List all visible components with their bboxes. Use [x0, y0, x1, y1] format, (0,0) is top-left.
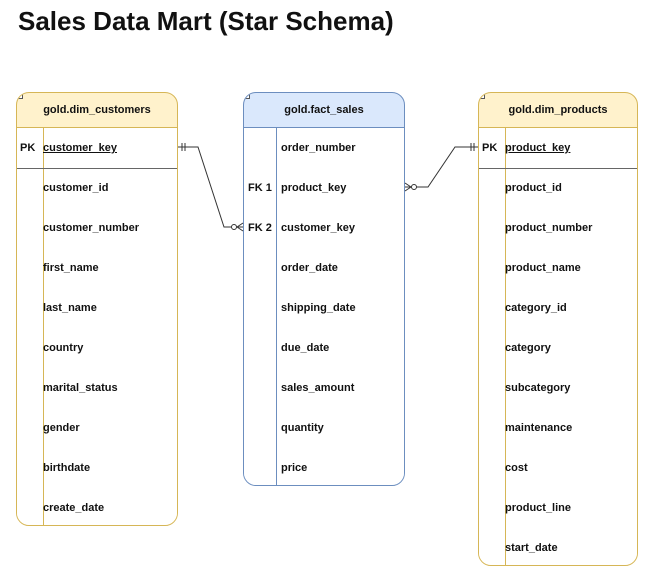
field-name: subcategory: [505, 382, 571, 394]
column-divider: [505, 128, 506, 565]
field-row[interactable]: quantity: [244, 408, 404, 448]
field-name: gender: [43, 422, 80, 434]
field-name: category: [505, 342, 551, 354]
key-label: FK 1: [248, 182, 272, 194]
field-row[interactable]: FK 2 customer_key: [244, 208, 404, 248]
key-label: FK 2: [248, 222, 272, 234]
field-name: birthdate: [43, 462, 91, 474]
field-row[interactable]: due_date: [244, 328, 404, 368]
field-name: create_date: [43, 502, 105, 514]
entity-fact-sales[interactable]: gold.fact_sales order_number FK 1 product_…: [243, 92, 405, 486]
field-name: order_number: [281, 142, 356, 154]
pk-row[interactable]: PK product_key: [479, 128, 637, 168]
field-name: customer_number: [43, 222, 139, 234]
entity-dim-products[interactable]: gold.dim_products PK product_key product…: [478, 92, 638, 566]
field-name: category_id: [505, 302, 567, 314]
field-name: product_id: [505, 182, 562, 194]
field-name: country: [43, 342, 84, 354]
field-name: product_number: [505, 222, 593, 234]
entity-name: gold.dim_customers: [43, 104, 151, 116]
field-row[interactable]: product_id: [479, 168, 637, 208]
pk-label: PK: [20, 142, 36, 154]
field-row[interactable]: start_date: [479, 528, 637, 565]
field-name: maintenance: [505, 422, 573, 434]
field-name: order_date: [281, 262, 338, 274]
field-row[interactable]: customer_number: [17, 208, 177, 248]
diagram-title: Sales Data Mart (Star Schema): [18, 6, 394, 36]
field-row[interactable]: category: [479, 328, 637, 368]
pk-separator: [17, 168, 177, 169]
column-divider: [276, 128, 277, 485]
field-row[interactable]: FK 1 product_key: [244, 168, 404, 208]
entity-header: gold.dim_products: [479, 93, 637, 127]
field-name: due_date: [281, 342, 330, 354]
table-icon: [18, 94, 23, 99]
field-row[interactable]: product_number: [479, 208, 637, 248]
field-row[interactable]: gender: [17, 408, 177, 448]
field-row[interactable]: marital_status: [17, 368, 177, 408]
field-row[interactable]: customer_id: [17, 168, 177, 208]
pk-separator: [479, 168, 637, 169]
relationship-customers-sales: [178, 143, 244, 232]
field-row[interactable]: create_date: [17, 488, 177, 525]
field-row[interactable]: price: [244, 448, 404, 485]
field-name: product_line: [505, 502, 572, 514]
pk-row[interactable]: PK customer_key: [17, 128, 177, 168]
pk-label: PK: [482, 142, 498, 154]
column-divider: [43, 128, 44, 525]
field-row[interactable]: sales_amount: [244, 368, 404, 408]
field-row[interactable]: last_name: [17, 288, 177, 328]
field-name: customer_id: [43, 182, 109, 194]
field-name: quantity: [281, 422, 324, 434]
field-row[interactable]: cost: [479, 448, 637, 488]
entity-name: gold.fact_sales: [284, 104, 364, 116]
field-name: price: [281, 462, 308, 474]
table-icon: [480, 94, 485, 99]
field-name: customer_key: [43, 142, 117, 154]
field-row[interactable]: order_date: [244, 248, 404, 288]
entity-name: gold.dim_products: [508, 104, 608, 116]
field-row[interactable]: maintenance: [479, 408, 637, 448]
relationship-products-sales: [404, 143, 478, 192]
field-row[interactable]: birthdate: [17, 448, 177, 488]
field-name: product_key: [505, 142, 571, 154]
field-name: marital_status: [43, 382, 118, 394]
entity-body: order_number FK 1 product_key FK 2 customer_…: [244, 127, 404, 485]
field-name: shipping_date: [281, 302, 356, 314]
field-row[interactable]: order_number: [244, 128, 404, 168]
entity-dim-customers[interactable]: gold.dim_customers PK customer_key custo…: [16, 92, 178, 526]
entity-header: gold.fact_sales: [244, 93, 404, 127]
field-name: first_name: [43, 262, 99, 274]
table-icon: [245, 94, 250, 99]
field-name: sales_amount: [281, 382, 355, 394]
field-row[interactable]: category_id: [479, 288, 637, 328]
entity-header: gold.dim_customers: [17, 93, 177, 127]
field-row[interactable]: country: [17, 328, 177, 368]
field-row[interactable]: first_name: [17, 248, 177, 288]
field-row[interactable]: shipping_date: [244, 288, 404, 328]
field-name: start_date: [505, 542, 558, 554]
field-row[interactable]: product_line: [479, 488, 637, 528]
field-name: customer_key: [281, 222, 355, 234]
field-name: product_name: [505, 262, 581, 274]
field-name: product_key: [281, 182, 347, 194]
field-name: cost: [505, 462, 528, 474]
field-name: last_name: [43, 302, 97, 314]
field-row[interactable]: subcategory: [479, 368, 637, 408]
field-row[interactable]: product_name: [479, 248, 637, 288]
entity-body: PK customer_key customer_id customer_numb…: [17, 127, 177, 525]
